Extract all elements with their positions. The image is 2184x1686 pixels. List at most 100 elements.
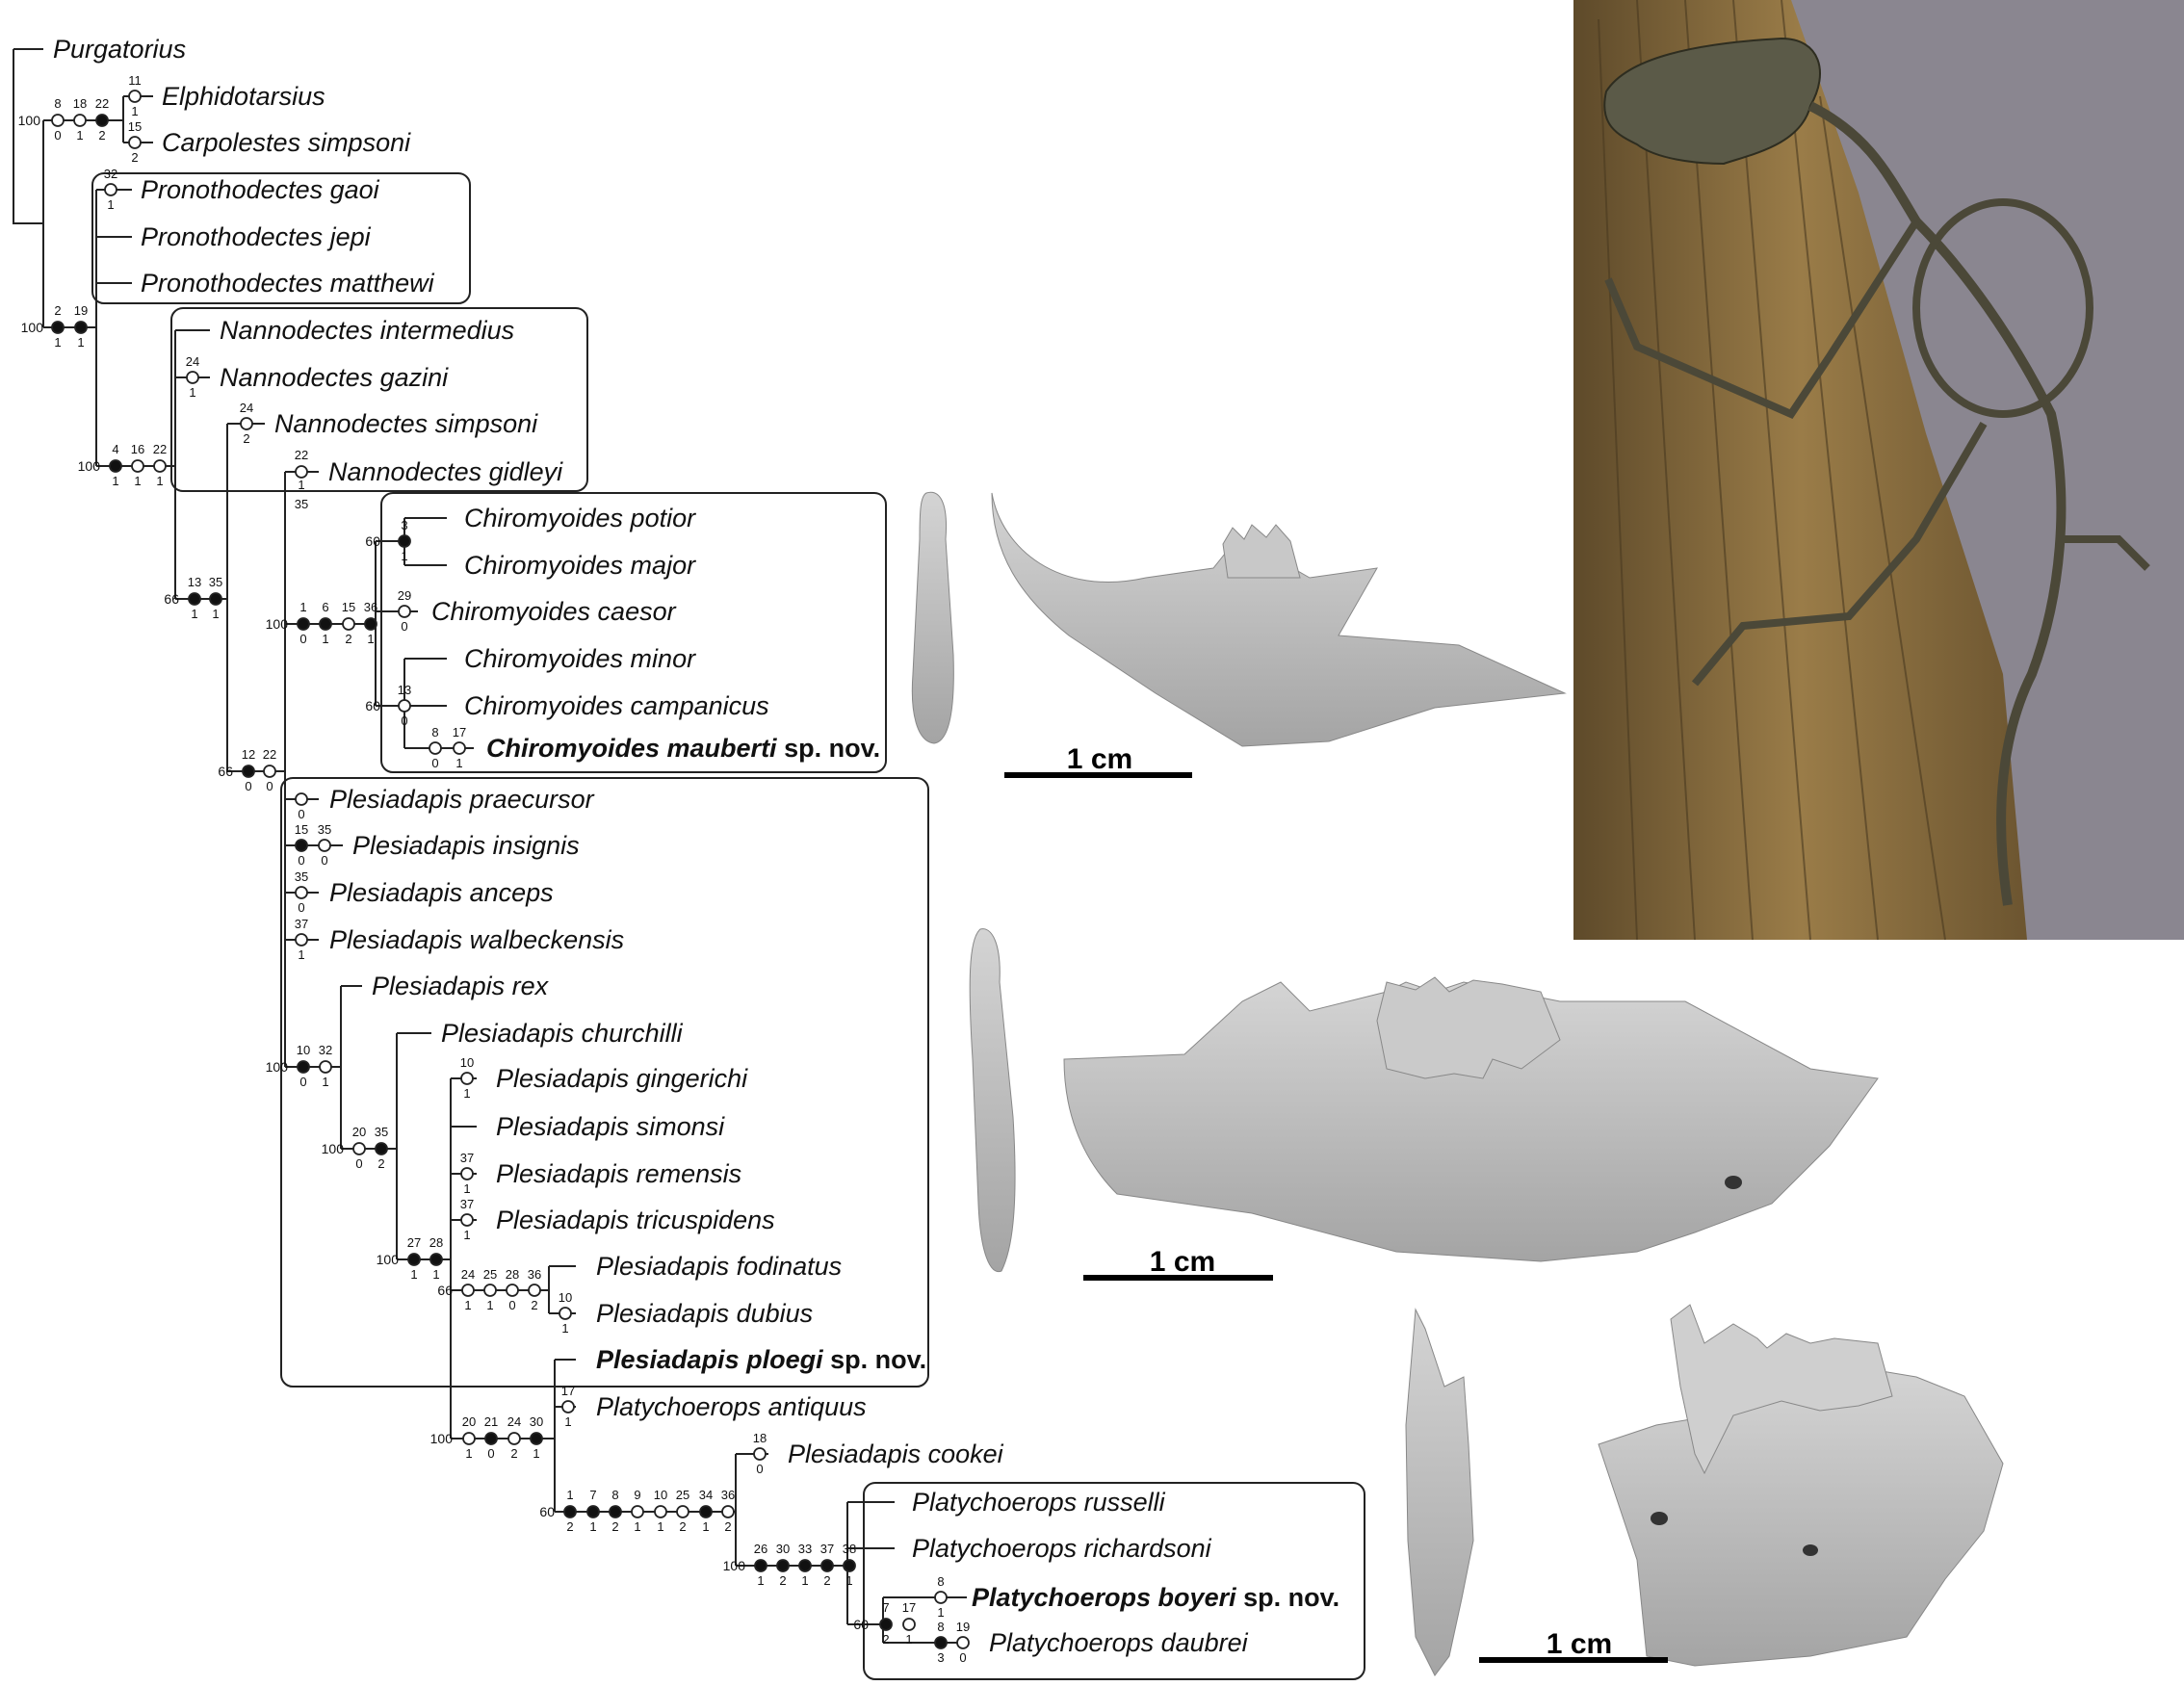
char-13	[188, 592, 201, 606]
char-state: 0	[487, 1446, 494, 1461]
char-state: 2	[823, 1573, 830, 1588]
mandible-image	[1063, 981, 1879, 1262]
char-state: 3	[937, 1650, 944, 1665]
char-num: 35	[209, 575, 222, 589]
teeth-image	[1222, 524, 1301, 579]
char-state: 1	[634, 1519, 640, 1534]
char-state: 2	[510, 1446, 517, 1461]
char-state: 1	[845, 1573, 852, 1588]
char-num: 12	[242, 747, 255, 762]
char-state: 1	[322, 632, 328, 646]
taxon-label: Chiromyoides caesor	[431, 597, 677, 626]
taxon-name: Plesiadapis ploegi	[596, 1345, 823, 1374]
char-11	[128, 90, 142, 103]
char-state: 1	[564, 1414, 571, 1429]
fossil-chiromyoides	[911, 491, 1567, 747]
taxon-label: Pronothodectes matthewi	[141, 269, 435, 298]
char-state: 1	[131, 104, 138, 118]
char-praecursor	[295, 792, 308, 806]
char-state: 0	[266, 779, 273, 793]
support-value: 100	[322, 1141, 345, 1156]
char-state: 0	[298, 900, 304, 915]
char-num: 17	[902, 1600, 916, 1615]
char-10	[297, 1060, 310, 1074]
char-3	[398, 534, 411, 548]
char-state: 0	[298, 807, 304, 821]
char-num: 27	[407, 1235, 421, 1250]
taxon-label: Plesiadapis churchilli	[441, 1019, 684, 1048]
char-38	[843, 1559, 856, 1572]
char-15	[295, 839, 308, 852]
taxon-label: Platychoerops antiquus	[596, 1392, 867, 1421]
char-state: 0	[401, 619, 407, 634]
fossil-plesiadapis	[969, 928, 1879, 1273]
scale-bar-label: 1 cm	[1150, 1246, 1215, 1278]
char-16	[131, 459, 144, 473]
char-state: 1	[455, 756, 462, 770]
taxon-label: Plesiadapis insignis	[352, 831, 580, 860]
char-num: 25	[676, 1488, 689, 1502]
char-num: 16	[131, 442, 144, 456]
scale-bar-label: 1 cm	[1547, 1628, 1612, 1660]
char-state: 1	[54, 335, 61, 350]
char-state: 1	[657, 1519, 663, 1534]
support-value: 60	[853, 1617, 869, 1632]
char-19	[956, 1636, 970, 1649]
mandible-image	[991, 492, 1567, 747]
taxon-label: Platychoerops boyeri sp. nov.	[972, 1583, 1339, 1612]
support-value: 60	[539, 1504, 555, 1519]
character-labels: 8 0 18 1 22 2 11 1 15 2 2 1 19 1 32 1 4 …	[54, 73, 970, 1665]
char-num: 4	[112, 442, 118, 456]
char-state: 1	[589, 1519, 596, 1534]
char-28	[506, 1284, 519, 1297]
support-value: 100	[377, 1252, 400, 1267]
box-platychoerops	[863, 1482, 1365, 1680]
taxon-label: Pronothodectes jepi	[141, 222, 372, 251]
support-values: 100 100 100 66 100 66 60 60 100 100 100 …	[18, 113, 870, 1632]
char-num: 20	[462, 1414, 476, 1429]
char-35	[318, 839, 331, 852]
char-state: 1	[463, 1228, 470, 1242]
char-num: 3	[401, 518, 407, 532]
char-num: 17	[453, 725, 466, 739]
char-state: 1	[298, 947, 304, 962]
char-num: 33	[798, 1542, 812, 1556]
char-num: 37	[295, 917, 308, 931]
char-4	[109, 459, 122, 473]
support-value: 100	[78, 458, 101, 474]
char-1	[563, 1505, 577, 1518]
ribcage	[1912, 198, 2093, 418]
char-state: 1	[937, 1605, 944, 1620]
char-num: 13	[188, 575, 201, 589]
char-state: 2	[566, 1519, 573, 1534]
char-state: 1	[322, 1075, 328, 1089]
support-value: 60	[365, 533, 380, 549]
char-num: 19	[956, 1620, 970, 1634]
char-num: 22	[153, 442, 167, 456]
char-state: 1	[77, 335, 84, 350]
char-num: 34	[699, 1488, 713, 1502]
char-1	[297, 617, 310, 631]
char-21	[484, 1432, 498, 1445]
taxon-label: Plesiadapis fodinatus	[596, 1252, 842, 1281]
char-37	[295, 933, 308, 947]
char-state: 2	[611, 1519, 618, 1534]
char-state: 2	[882, 1632, 889, 1647]
char-num: 19	[74, 303, 88, 318]
char-num: 11	[128, 73, 142, 88]
char-state: 1	[561, 1321, 568, 1336]
char-num: 22	[263, 747, 276, 762]
char-8	[609, 1505, 622, 1518]
char-num: 35	[295, 497, 308, 511]
limb-right	[2061, 535, 2150, 571]
char-num: 10	[460, 1055, 474, 1070]
char-22	[153, 459, 167, 473]
taxon-label: Nannodectes intermedius	[220, 316, 514, 345]
char-state: 1	[463, 1181, 470, 1196]
box-nannodectes	[170, 307, 588, 492]
char-state: 1	[486, 1298, 493, 1312]
char-state: 2	[243, 431, 249, 446]
char-num: 36	[528, 1267, 541, 1282]
char-12	[242, 765, 255, 778]
